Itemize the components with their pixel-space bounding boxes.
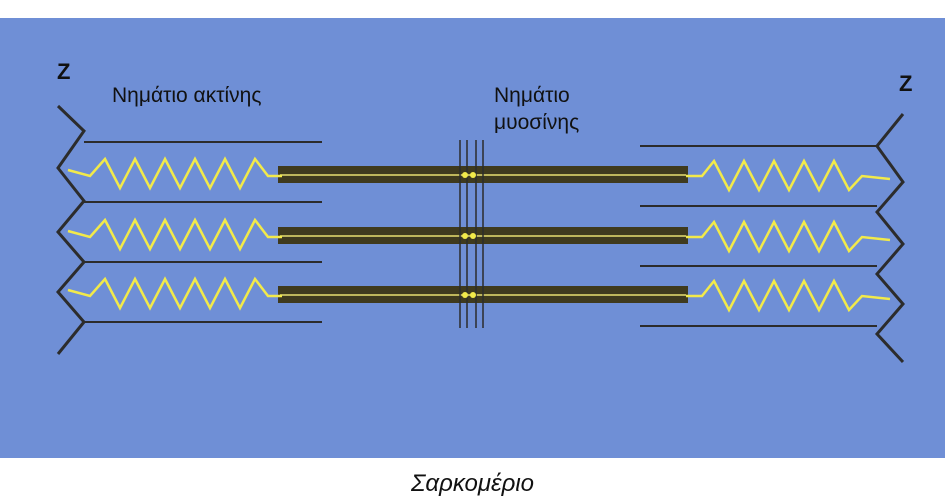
- myosin-filament-label: Νημάτιο μυοσίνης: [494, 82, 579, 136]
- z-disk-right-label: Z: [899, 71, 912, 97]
- z-disk-left-label: Z: [57, 59, 70, 85]
- myosin-label-line2: μυοσίνης: [494, 109, 579, 136]
- springs-right: [686, 161, 890, 310]
- myosin-label-line1: Νημάτιο: [494, 82, 579, 109]
- actin-filament-label: Νημάτιο ακτίνης: [112, 84, 261, 108]
- figure-caption: Σαρκομέριο: [0, 470, 945, 498]
- z-disk-left: [58, 106, 84, 354]
- springs-left: [68, 159, 282, 308]
